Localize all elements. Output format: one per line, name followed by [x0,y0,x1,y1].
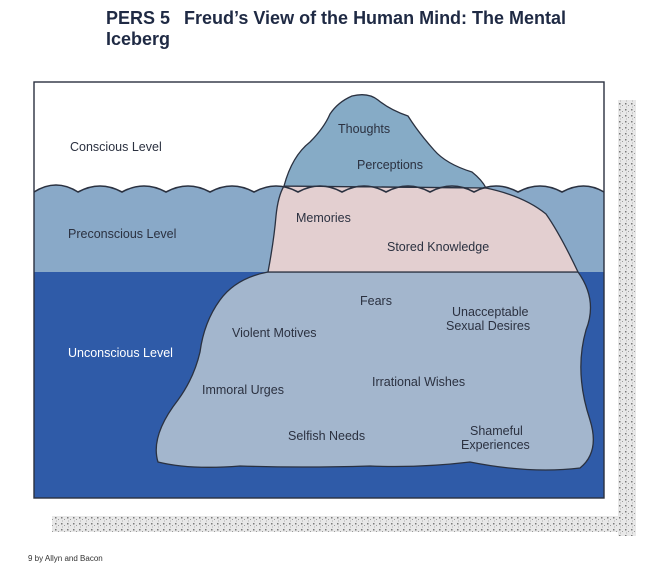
iceberg-preconscious-part [267,185,580,273]
title-code: PERS 5 [106,8,171,28]
title-text: Freud’s View of the Human Mind: The Ment… [106,8,567,49]
item-fears: Fears [360,294,392,308]
item-memories: Memories [296,211,351,225]
item-stored-knowledge: Stored Knowledge [387,240,489,254]
item-thoughts: Thoughts [338,122,390,136]
item-perceptions: Perceptions [357,158,423,172]
iceberg-conscious-tip [283,94,488,189]
texture-strip-right [618,100,636,536]
item-unacceptable-line1: Unacceptable [452,305,528,319]
copyright-credit: 9 by Allyn and Bacon [28,554,103,563]
item-unacceptable-line2: Sexual Desires [446,319,530,333]
unconscious-level-label: Unconscious Level [68,346,173,360]
preconscious-level-label: Preconscious Level [68,227,176,241]
item-shameful-line1: Shameful [470,424,523,438]
item-violent-motives: Violent Motives [232,326,317,340]
item-shameful-line2: Experiences [461,438,530,452]
item-selfish-needs: Selfish Needs [288,429,365,443]
item-irrational-wishes: Irrational Wishes [372,375,465,389]
diagram-frame-border [33,81,605,499]
item-immoral-urges: Immoral Urges [202,383,284,397]
conscious-level-label: Conscious Level [70,140,162,154]
water-surface-line [33,184,605,193]
texture-strip-bottom [52,516,636,532]
iceberg-unconscious-part [155,271,594,471]
